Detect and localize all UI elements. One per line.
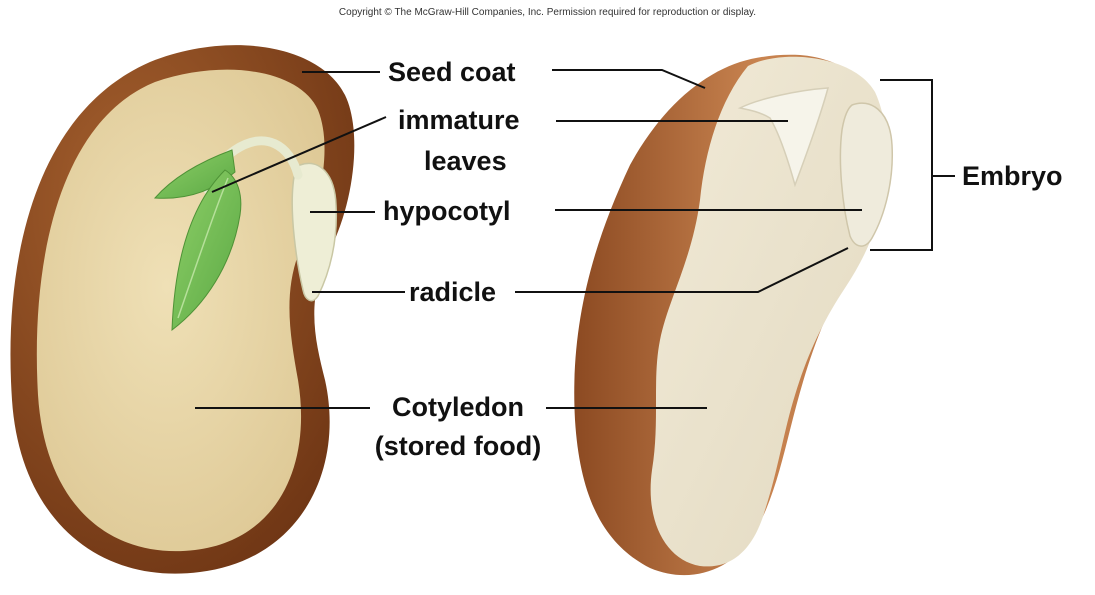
copyright-notice: Copyright © The McGraw-Hill Companies, I… — [0, 7, 1095, 18]
label-hypocotyl: hypocotyl — [383, 195, 511, 227]
label-embryo: Embryo — [962, 160, 1063, 192]
label-seed-coat: Seed coat — [388, 56, 516, 88]
photo-hypocotyl — [840, 103, 892, 246]
label-leaves: leaves — [424, 145, 507, 177]
label-immature: immature — [398, 104, 520, 136]
label-radicle: radicle — [409, 276, 496, 308]
leader-seed-coat-right — [552, 70, 705, 88]
illustrated-seed — [10, 45, 354, 573]
label-cotyledon: Cotyledon — [356, 391, 560, 423]
photo-seed — [574, 55, 892, 575]
label-stored-food: (stored food) — [356, 430, 560, 462]
